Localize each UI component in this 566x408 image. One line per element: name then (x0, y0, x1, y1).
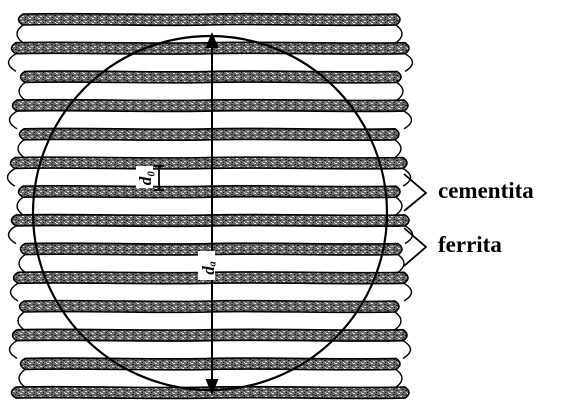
ferrite-leader (404, 228, 426, 266)
ferrite-edge-right (396, 25, 402, 43)
cementite-lamella (12, 214, 410, 226)
ferrite-edge-right (398, 255, 404, 273)
ferrite-edge-right (403, 341, 411, 359)
cementite-lamella (19, 14, 401, 26)
cementite-lamella (19, 186, 401, 198)
ferrite-edge-left (17, 25, 23, 43)
ferrite-edge-right (404, 283, 412, 301)
ferrite-edge-left (11, 283, 19, 301)
cementite-lamella (13, 329, 408, 341)
colony-diameter-label: dₐ (199, 261, 218, 275)
ferrite-edge-left (19, 255, 25, 273)
ferrite-edge-left (18, 140, 24, 158)
ferrite-edge-right (395, 140, 401, 158)
ferrite-label: ferrita (438, 232, 502, 257)
ferrite-edge-left (17, 197, 23, 215)
ferrite-edge-left (9, 226, 17, 244)
ferrite-edge-left (19, 82, 25, 100)
lamellae-group (8, 14, 413, 399)
cementite-lamella (20, 301, 400, 313)
ferrite-edge-left (19, 369, 25, 387)
ferrite-edge-left (10, 341, 18, 359)
cementite-lamella (21, 71, 402, 83)
ferrite-edge-right (405, 54, 413, 72)
ferrite-edge-left (8, 169, 16, 187)
lamellar-spacing-label: d₀ (136, 171, 155, 186)
ferrite-edge-right (395, 312, 401, 330)
cementite-lamella (11, 157, 408, 169)
cementite-lamella (21, 358, 401, 370)
ferrite-edge-left (10, 111, 18, 129)
ferrite-edge-right (396, 369, 402, 387)
ferrite-edge-left (9, 54, 17, 72)
arrowhead-up-icon (206, 32, 219, 48)
ferrite-edge-left (18, 312, 24, 330)
cementite-label: cementita (438, 178, 534, 203)
ferrite-edge-right (397, 82, 403, 100)
cementite-leader (404, 174, 426, 211)
cementite-lamella (20, 128, 400, 140)
ferrite-edge-right (404, 111, 412, 129)
ferrite-edge-right (396, 197, 402, 215)
